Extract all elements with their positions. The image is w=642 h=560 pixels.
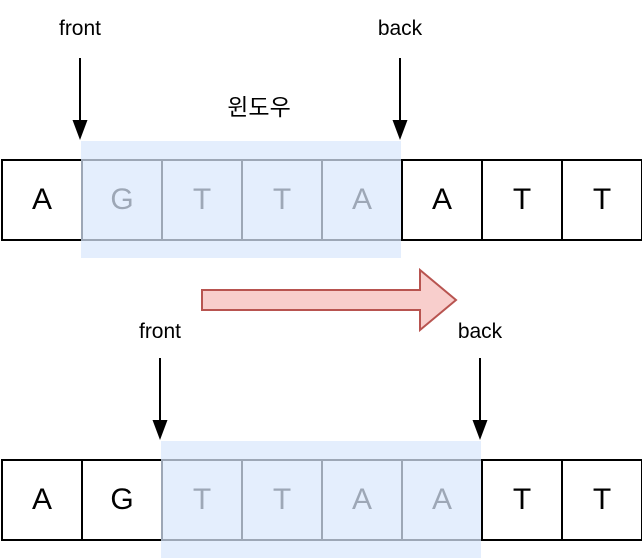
sequence-cell: A — [321, 159, 403, 241]
sequence-cell: T — [561, 459, 642, 541]
sequence-cell: A — [401, 459, 483, 541]
down-arrow-icon — [72, 58, 88, 140]
sequence-cell: T — [481, 159, 563, 241]
sequence-cell: A — [1, 159, 83, 241]
sequence-cell: T — [161, 159, 243, 241]
down-arrow-icon — [392, 58, 408, 140]
sequence-cell: A — [321, 459, 403, 541]
sequence-cell: T — [161, 459, 243, 541]
sequence-cell: T — [241, 459, 323, 541]
sequence-cell: A — [401, 159, 483, 241]
back-label-bottom: back — [457, 320, 503, 343]
front-label-top: front — [58, 17, 102, 40]
back-label-top: back — [377, 17, 423, 40]
front-label-bottom: front — [138, 320, 182, 343]
sequence-cell: G — [81, 459, 163, 541]
sequence-cell: T — [241, 159, 323, 241]
sequence-cell: G — [81, 159, 163, 241]
window-label: 윈도우 — [227, 94, 291, 120]
sequence-cell: T — [481, 459, 563, 541]
sequence-cell: A — [1, 459, 83, 541]
down-arrow-icon — [472, 358, 488, 440]
down-arrow-icon — [152, 358, 168, 440]
sequence-cell: T — [561, 159, 642, 241]
right-arrow-icon — [201, 268, 458, 333]
